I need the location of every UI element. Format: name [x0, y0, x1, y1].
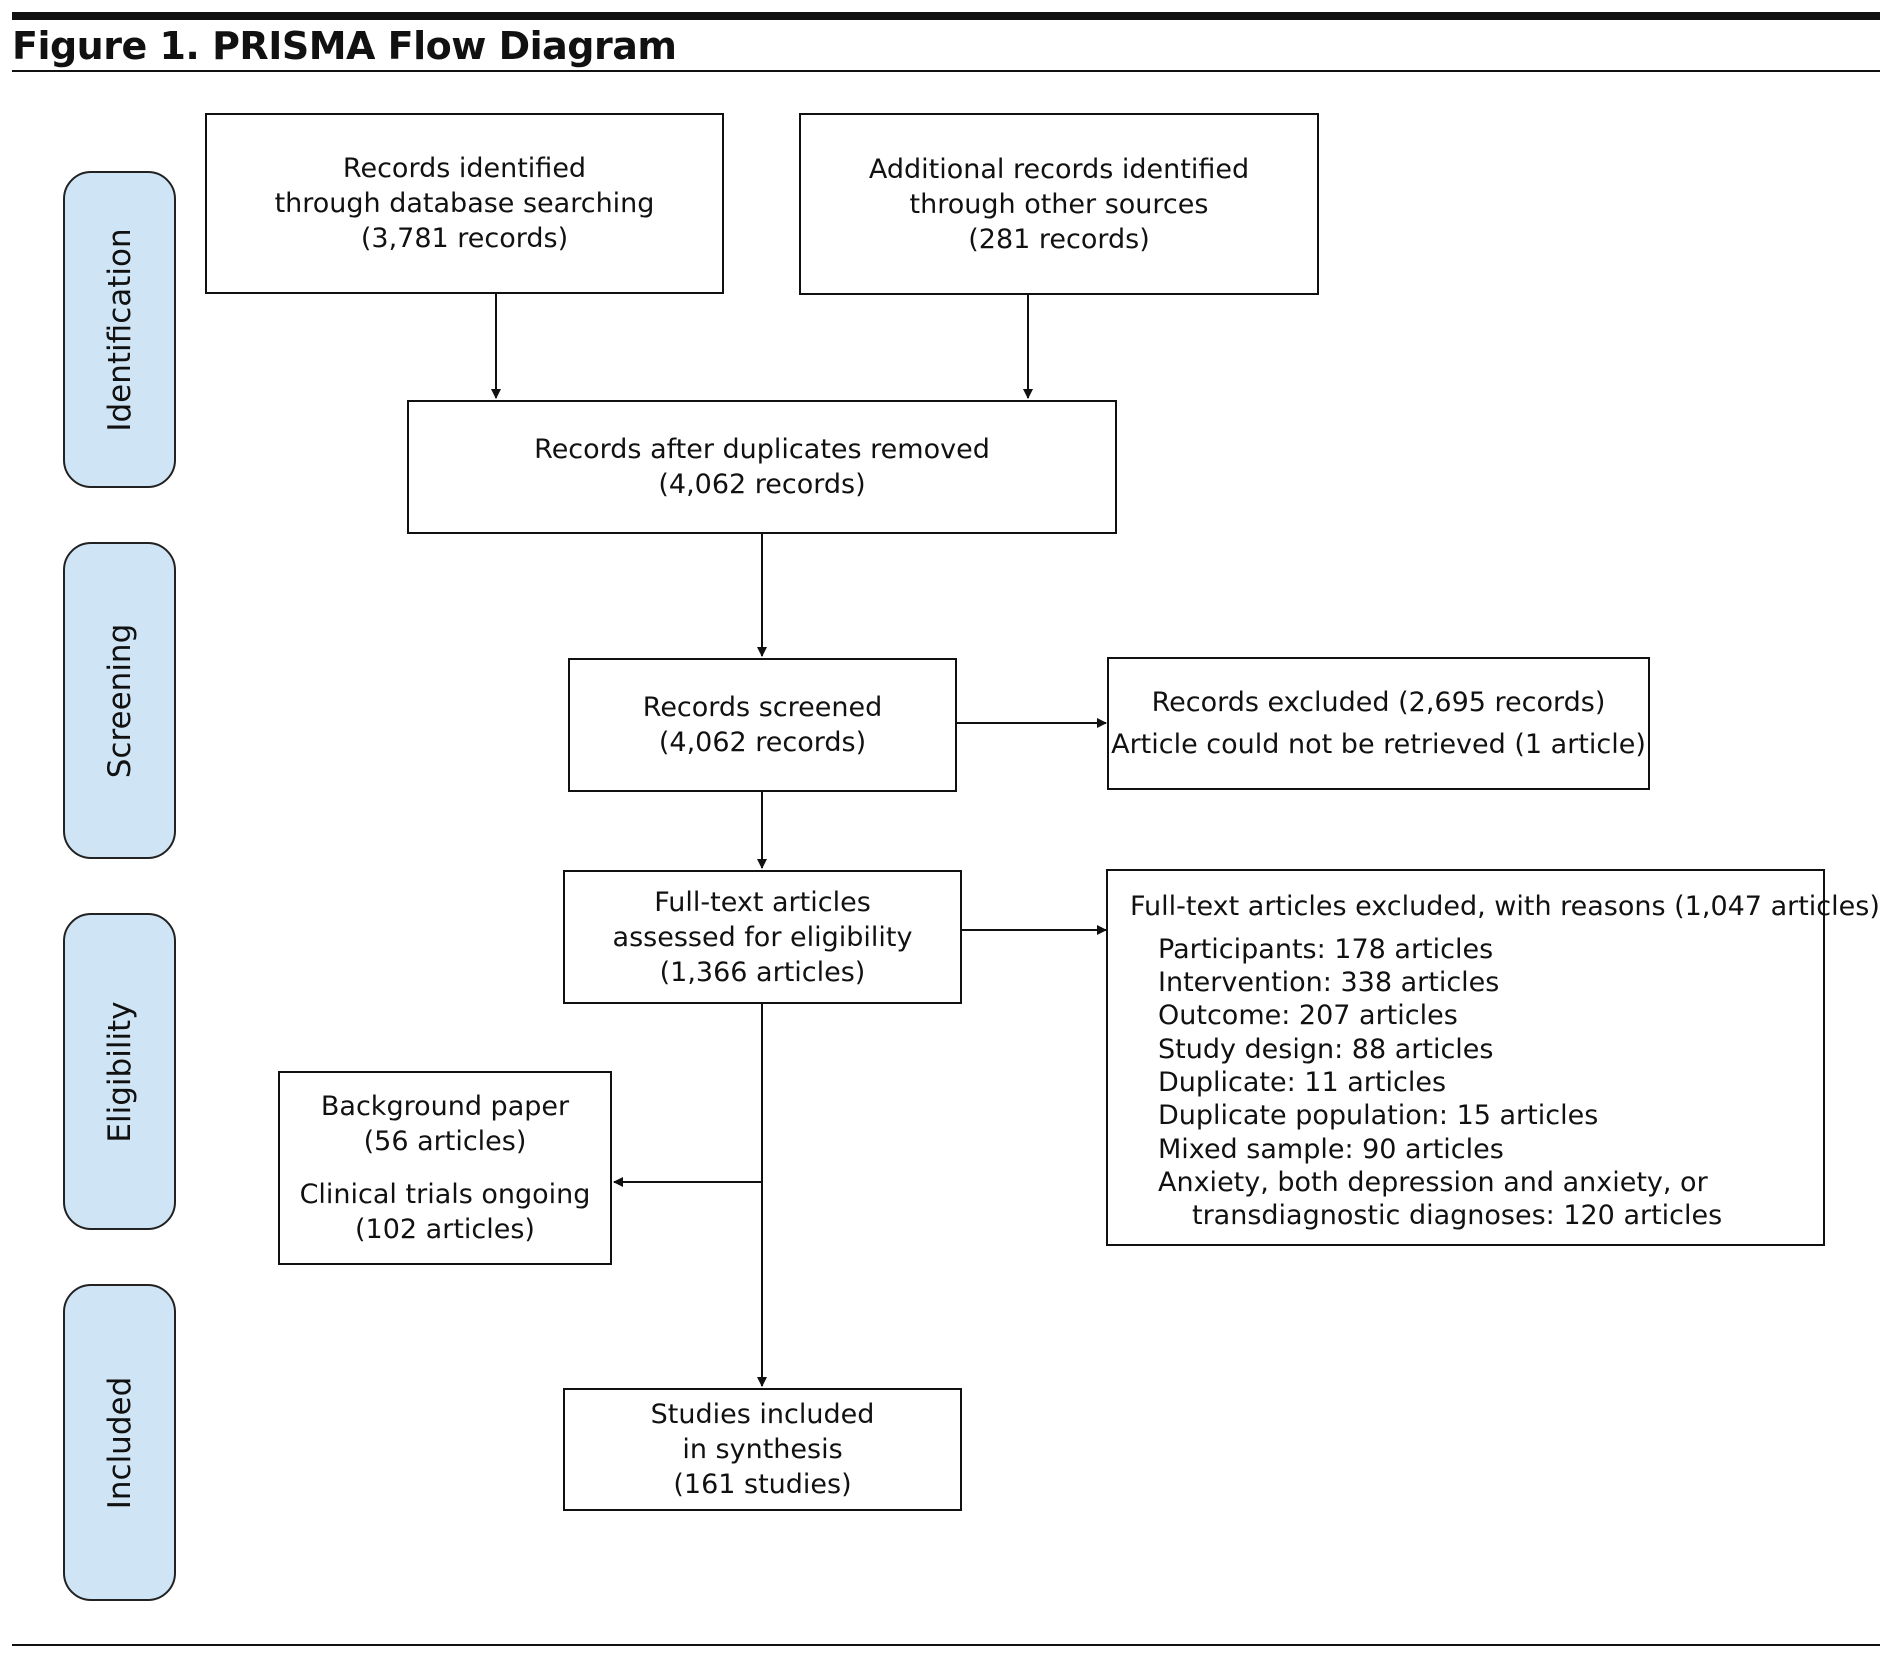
included-line-1: Studies included [650, 1399, 875, 1430]
database-line-2: through database searching [274, 188, 655, 219]
stage-identification: Identification [63, 171, 176, 488]
included-line-3: (161 studies) [673, 1469, 852, 1500]
other-line-1: Additional records identified [868, 153, 1250, 185]
excluded-line-1: Records excluded (2,695 records) [1151, 686, 1606, 718]
background-line-4: (102 articles) [355, 1214, 535, 1245]
bottom-rule [12, 1644, 1880, 1646]
other-line-3: (281 records) [968, 223, 1150, 255]
database-line-1: Records identified [342, 153, 587, 184]
reason-item-continued: transdiagnostic diagnoses: 120 articles [1192, 1200, 1723, 1231]
background-line-1: Background paper [320, 1091, 570, 1122]
reason-item: Participants: 178 articles [1158, 934, 1494, 965]
background-line-2: (56 articles) [363, 1126, 527, 1157]
box-studies-included: Studies included in synthesis (161 studi… [563, 1388, 962, 1511]
included-line-2: in synthesis [682, 1434, 843, 1465]
box-records-screened: Records screened (4,062 records) [568, 658, 957, 792]
figure-title: Figure 1. PRISMA Flow Diagram [12, 24, 677, 68]
reason-item: Mixed sample: 90 articles [1158, 1134, 1504, 1165]
excluded-reasons-heading: Full-text articles excluded, with reason… [1130, 891, 1880, 922]
reason-item: Duplicate: 11 articles [1158, 1067, 1447, 1098]
reason-item: Outcome: 207 articles [1158, 1000, 1458, 1031]
box-records-excluded: Records excluded (2,695 records) Article… [1107, 657, 1650, 790]
excluded-line-2: Article could not be retrieved (1 articl… [1111, 728, 1646, 760]
fulltext-line-2: assessed for eligibility [612, 921, 913, 953]
fulltext-line-3: (1,366 articles) [659, 956, 866, 988]
box-database-records: Records identified through database sear… [205, 113, 724, 294]
stage-screening: Screening [63, 542, 176, 859]
reason-item: Study design: 88 articles [1158, 1034, 1494, 1065]
dedup-line-2: (4,062 records) [658, 469, 866, 500]
box-after-duplicates: Records after duplicates removed (4,062 … [407, 400, 1117, 534]
box-other-sources: Additional records identified through ot… [799, 113, 1319, 295]
dedup-line-1: Records after duplicates removed [534, 434, 990, 465]
reason-item: Duplicate population: 15 articles [1158, 1100, 1599, 1131]
box-background-ongoing: Background paper (56 articles) Clinical … [278, 1071, 612, 1265]
box-full-text-assessed: Full-text articles assessed for eligibil… [563, 870, 962, 1004]
top-rule [12, 12, 1880, 20]
reason-item: Anxiety, both depression and anxiety, or [1158, 1167, 1708, 1198]
reason-item: Intervention: 338 articles [1158, 967, 1500, 998]
stage-included: Included [63, 1284, 176, 1601]
background-line-3: Clinical trials ongoing [299, 1179, 591, 1210]
database-line-3: (3,781 records) [360, 223, 569, 254]
fulltext-line-1: Full-text articles [654, 886, 871, 918]
box-full-text-excluded: Full-text articles excluded, with reason… [1106, 869, 1880, 1246]
other-line-2: through other sources [909, 188, 1209, 220]
screened-line-1: Records screened [642, 692, 883, 723]
stage-eligibility: Eligibility [63, 913, 176, 1230]
title-underline [12, 70, 1880, 72]
screened-line-2: (4,062 records) [658, 727, 867, 758]
